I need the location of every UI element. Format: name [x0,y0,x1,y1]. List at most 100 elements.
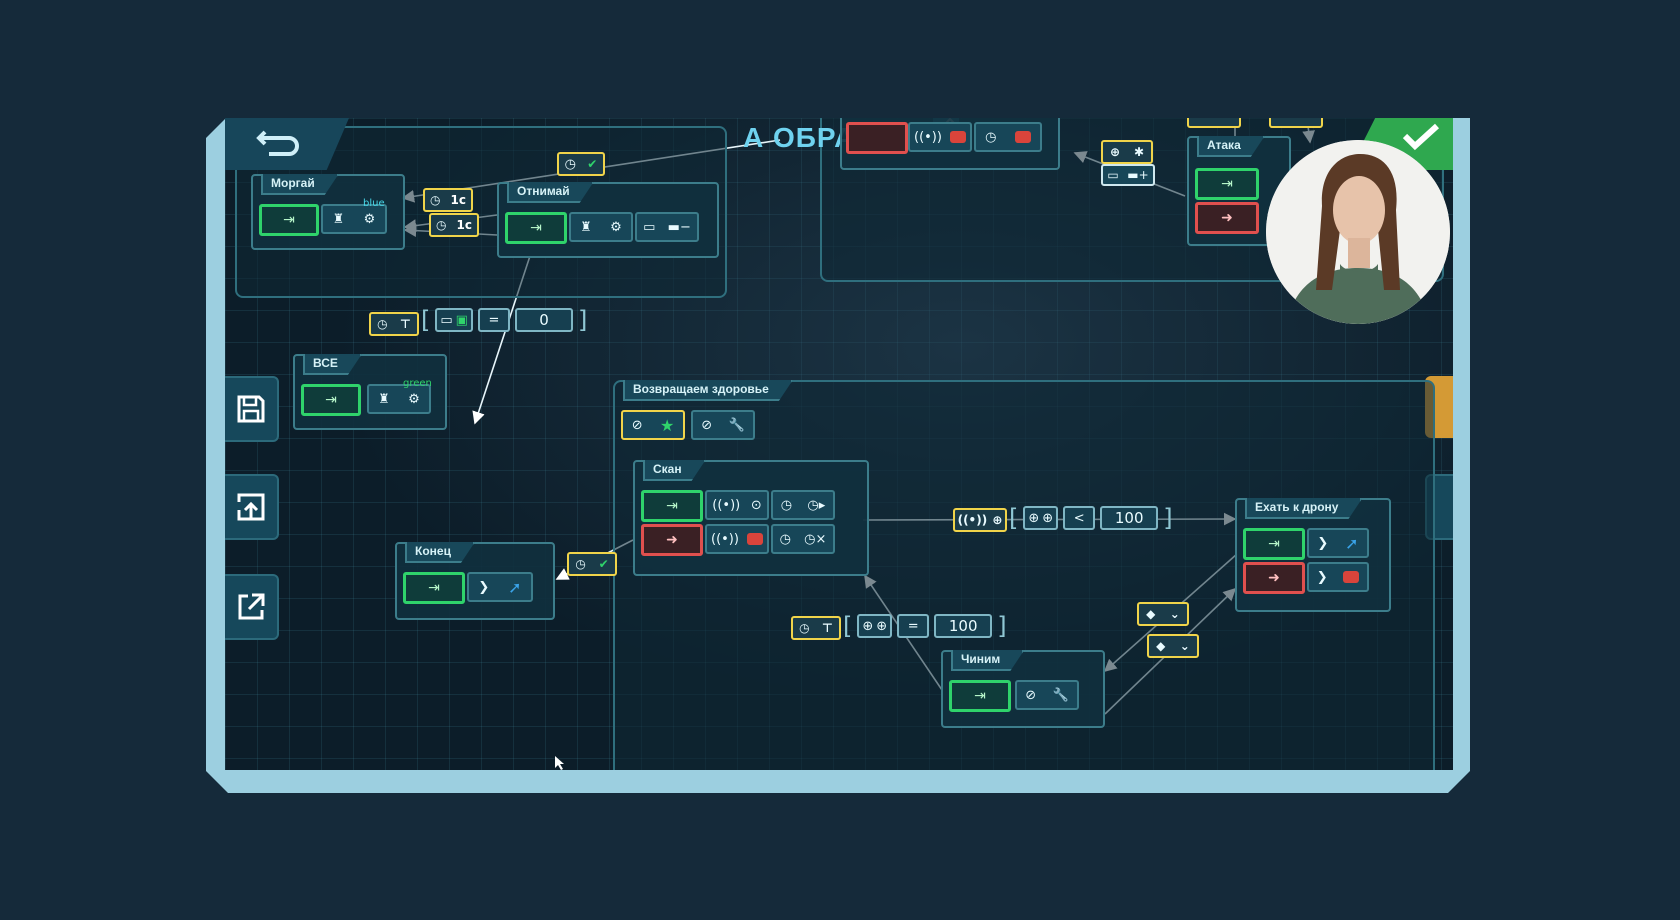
exit-slot[interactable]: ➜ [1195,202,1259,234]
node-scan-title: Скан [643,460,706,481]
node-take[interactable]: Отнимай ⇥ ♜ ⚙ ▭ ▬− [497,182,719,258]
repair-action[interactable]: ⊘ 🔧 [1015,680,1079,710]
distance-condition[interactable]: [ ⊕ ⊕ < 100 ] [1009,506,1173,530]
trigger-timer-done-2[interactable]: ◷ ✔ [567,552,617,576]
battery-icon: ▭ [643,219,656,235]
save-icon [237,395,265,423]
battery-icon: ▭ [1107,168,1119,182]
timer-reset-icon: ◷× [804,531,827,547]
battery-cond-tag[interactable]: ▭ ▬+ [1101,164,1155,186]
repair-drone-icon: ⊘ [631,417,643,433]
exit-slot[interactable]: ➜ [641,524,703,556]
enter-slot[interactable]: ⇥ [403,572,465,604]
trigger-target-tag[interactable]: ⊕ ✱ [1101,140,1153,164]
node-blink[interactable]: Моргай ⇥ ♜ ⚙ blue [251,174,405,250]
enter-slot[interactable]: ⇥ [505,212,567,244]
trigger-timer-done[interactable]: ◷ ✔ [557,152,605,176]
timer-icon: ◷ [985,129,997,145]
node-all[interactable]: ВСЕ ⇥ ♜ ⚙ green [293,354,447,430]
save-button[interactable] [225,376,279,442]
health-cell[interactable]: ⊕ ⊕ [857,614,893,638]
eraser-icon: ◆ [1146,607,1156,621]
chevron-right-icon: ❯ [1317,535,1329,551]
trigger-repair-tag[interactable]: ◆ ⌄ [1137,602,1189,626]
light-off-icon: ⚙ [610,219,622,235]
signal-icon: ((•)) [957,513,988,527]
target-icon: ⊕ [862,618,874,634]
drive-action[interactable]: ❯ ➚ [467,572,533,602]
timer-icon: ◷ [430,193,441,207]
drive-stop-action[interactable]: ❯ [1307,562,1369,592]
timer-start-action[interactable]: ◷ ◷▸ [771,490,835,520]
energy-condition[interactable]: [ ▭ ▣ = 0 ] [421,308,587,332]
distance-cell[interactable]: ⊕ ⊕ [1023,506,1059,530]
timer-tag-1[interactable]: ◷ 1с [423,188,473,212]
timer-reset-action[interactable]: ◷ ◷× [771,524,835,554]
top-partial-node[interactable]: ((•)) ◷ [840,118,1060,170]
top-link-tag-2[interactable] [1269,118,1323,128]
light-action[interactable]: ♜ ⚙ [569,212,633,242]
node-ride-title: Ехать к дрону [1245,498,1362,519]
light-action[interactable]: ♜ ⚙ [321,204,387,234]
timer-tag-2[interactable]: ◷ 1с [429,213,479,237]
light-color-icon: ⚙ [408,391,420,407]
energy-cell[interactable]: ▭ ▣ [435,308,473,332]
lamp-icon: ♜ [378,391,390,407]
exit-slot[interactable] [846,122,908,154]
trigger-signal-tag[interactable]: ((•)) ⊕ [953,508,1007,532]
value-cell[interactable]: 0 [514,308,573,332]
bracket-left: [ [421,306,431,334]
stop-action[interactable]: ((•)) [908,122,972,152]
light-color-label: green [403,378,432,389]
bracket-left: [ [1009,504,1019,532]
timer-icon: ◷ [564,156,576,172]
enter-icon: ⇥ [530,220,542,236]
enter-slot[interactable]: ⇥ [1243,528,1305,560]
scan-stop-action[interactable]: ((•)) [705,524,769,554]
battery-minus-icon: ▬− [667,219,691,235]
timer-stop-action[interactable]: ◷ [974,122,1042,152]
upload-button[interactable] [225,474,279,540]
enter-slot[interactable]: ⇥ [949,680,1011,712]
target-icon: ⊕ [992,513,1003,527]
node-scan[interactable]: Скан ⇥ ((•)) ⊙ ◷ ◷▸ ➜ ((•)) ◷ ◷× [633,460,869,576]
enter-slot[interactable]: ⇥ [641,490,703,522]
node-repair[interactable]: Чиним ⇥ ⊘ 🔧 [941,650,1105,728]
trigger-timer-tag-2[interactable]: ◷ ⊤ [791,616,841,640]
wrench-icon: 🔧 [728,417,745,433]
enter-slot[interactable]: ⇥ [1195,168,1259,200]
energy-action[interactable]: ▭ ▬− [635,212,699,242]
share-button[interactable] [225,574,279,640]
restore-trigger-b[interactable]: ⊘ 🔧 [691,410,755,440]
enter-slot[interactable]: ⇥ [301,384,361,416]
battery-plus-icon: ▬+ [1127,168,1149,182]
value-cell[interactable]: 100 [934,614,993,638]
trigger-timer-tag[interactable]: ◷ ⊤ [369,312,419,336]
chevron-down-icon: ⌄ [1179,639,1190,653]
restore-trigger-a[interactable]: ⊘ ★ [621,410,685,440]
trigger-repair-tag-2[interactable]: ◆ ⌄ [1147,634,1199,658]
target-icon: ⊕ [1109,145,1121,159]
stop-icon [1343,571,1360,583]
battery-full-icon: ▣ [455,312,468,328]
light-action[interactable]: ♜ ⚙ [367,384,431,414]
top-link-tag[interactable] [1187,118,1241,128]
scan-start-action[interactable]: ((•)) ⊙ [705,490,769,520]
back-button[interactable] [225,118,349,170]
drive-to-drone-action[interactable]: ❯ ➚ [1307,528,1369,558]
signal-icon: ((•)) [914,129,942,145]
node-ride[interactable]: Ехать к дрону ⇥ ❯ ➚ ➜ ❯ [1235,498,1391,612]
node-end[interactable]: Конец ⇥ ❯ ➚ [395,542,555,620]
value-cell[interactable]: 100 [1100,506,1159,530]
battery-icon: ▭ [440,312,453,328]
timer-icon: ◷ [436,218,447,232]
operator-cell[interactable]: < [1063,506,1096,530]
operator-cell[interactable]: = [477,308,510,332]
exit-slot[interactable]: ➜ [1243,562,1305,594]
stop-icon [1014,131,1031,143]
bracket-right: ] [997,612,1007,640]
health-condition[interactable]: [ ⊕ ⊕ = 100 ] [843,614,1007,638]
operator-cell[interactable]: = [897,614,930,638]
hammer-icon: ⊤ [821,621,833,635]
enter-slot[interactable]: ⇥ [259,204,319,236]
